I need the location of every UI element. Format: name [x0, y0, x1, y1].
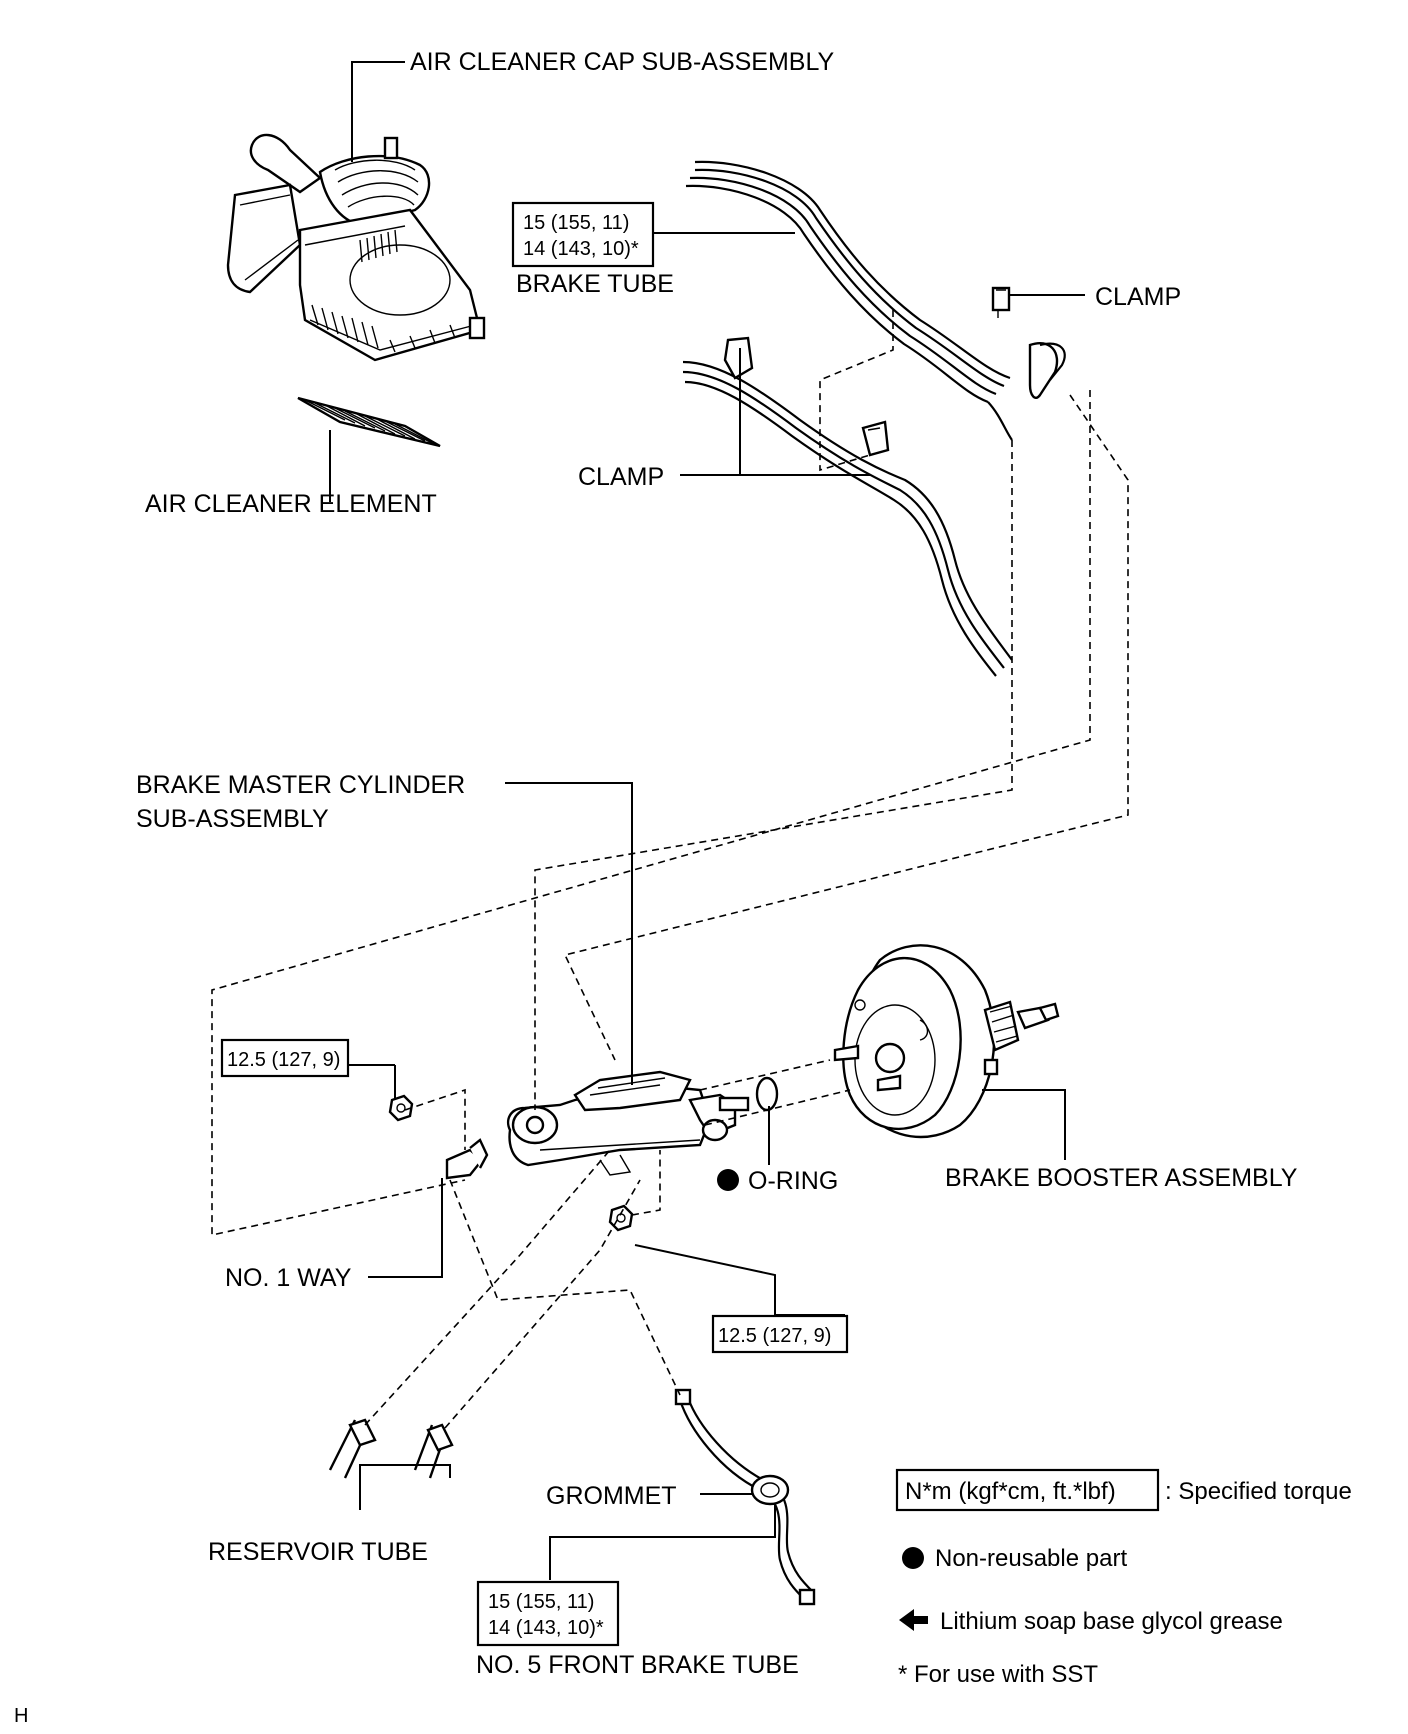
legend-torque-unit: N*m (kgf*cm, ft.*lbf): [905, 1478, 1116, 1505]
torque-nut-left: 12.5 (127, 9): [227, 1049, 340, 1071]
torque-box-nut-right: [711, 1314, 849, 1354]
air-cleaner-cap-drawing: [226, 133, 486, 362]
torque-nut-right: 12.5 (127, 9): [718, 1325, 831, 1347]
leader-lines: [329, 61, 1085, 1580]
torque-front-tube-line1: 15 (155, 11): [488, 1591, 594, 1613]
label-clamp-lower: CLAMP: [578, 463, 664, 491]
label-brake-booster: BRAKE BOOSTER ASSEMBLY: [945, 1164, 1298, 1192]
torque-box-nut-left: [220, 1038, 350, 1078]
label-master-cylinder-line1: BRAKE MASTER CYLINDER: [136, 771, 465, 799]
label-grommet: GROMMET: [546, 1482, 677, 1510]
nut-right-drawing: [608, 1204, 634, 1232]
torque-box-front-tube: [476, 1580, 620, 1647]
front-brake-tube-drawing: [674, 1388, 816, 1606]
torque-front-tube-line2: 14 (143, 10)*: [488, 1617, 604, 1639]
o-ring-drawing: [755, 1076, 779, 1112]
dashed-assembly-lines: [211, 310, 1129, 1429]
legend: N*m (kgf*cm, ft.*lbf) : Specified torque…: [895, 1468, 1352, 1688]
reservoir-tube-drawing: [328, 1418, 454, 1479]
label-master-cylinder-line2: SUB-ASSEMBLY: [136, 805, 329, 833]
middle-brake-tube-drawing: [682, 336, 1013, 677]
non-reusable-dot-icon: [717, 1169, 739, 1191]
label-no1-way: NO. 1 WAY: [225, 1264, 352, 1292]
label-no5-front-brake-tube: NO. 5 FRONT BRAKE TUBE: [476, 1651, 799, 1679]
brake-booster-drawing: [833, 944, 1060, 1139]
label-reservoir-tube: RESERVOIR TUBE: [208, 1538, 428, 1566]
legend-non-reusable: Non-reusable part: [935, 1545, 1127, 1572]
legend-sst: * For use with SST: [898, 1661, 1098, 1688]
corner-code: H: [14, 1705, 28, 1727]
master-cylinder-drawing: [445, 1070, 750, 1180]
air-cleaner-element-drawing: [297, 396, 441, 448]
label-clamp-upper: CLAMP: [1095, 283, 1181, 311]
legend-torque-desc: : Specified torque: [1165, 1478, 1352, 1505]
torque-brake-tube-line1: 15 (155, 11): [523, 212, 629, 234]
nut-left-drawing: [388, 1094, 414, 1122]
torque-box-brake-tube: [511, 201, 655, 268]
legend-grease: Lithium soap base glycol grease: [940, 1608, 1283, 1635]
label-brake-tube: BRAKE TUBE: [516, 270, 674, 298]
label-o-ring: O-RING: [748, 1167, 838, 1195]
torque-brake-tube-line2: 14 (143, 10)*: [523, 238, 639, 260]
label-air-cleaner-element: AIR CLEANER ELEMENT: [145, 490, 437, 518]
label-air-cleaner-cap: AIR CLEANER CAP SUB-ASSEMBLY: [410, 48, 835, 76]
legend-arrow-icon: [899, 1609, 928, 1631]
brake-tube-drawing: [685, 160, 1066, 441]
legend-dot-icon: [902, 1547, 924, 1569]
legend-torque-box: [895, 1468, 1160, 1512]
